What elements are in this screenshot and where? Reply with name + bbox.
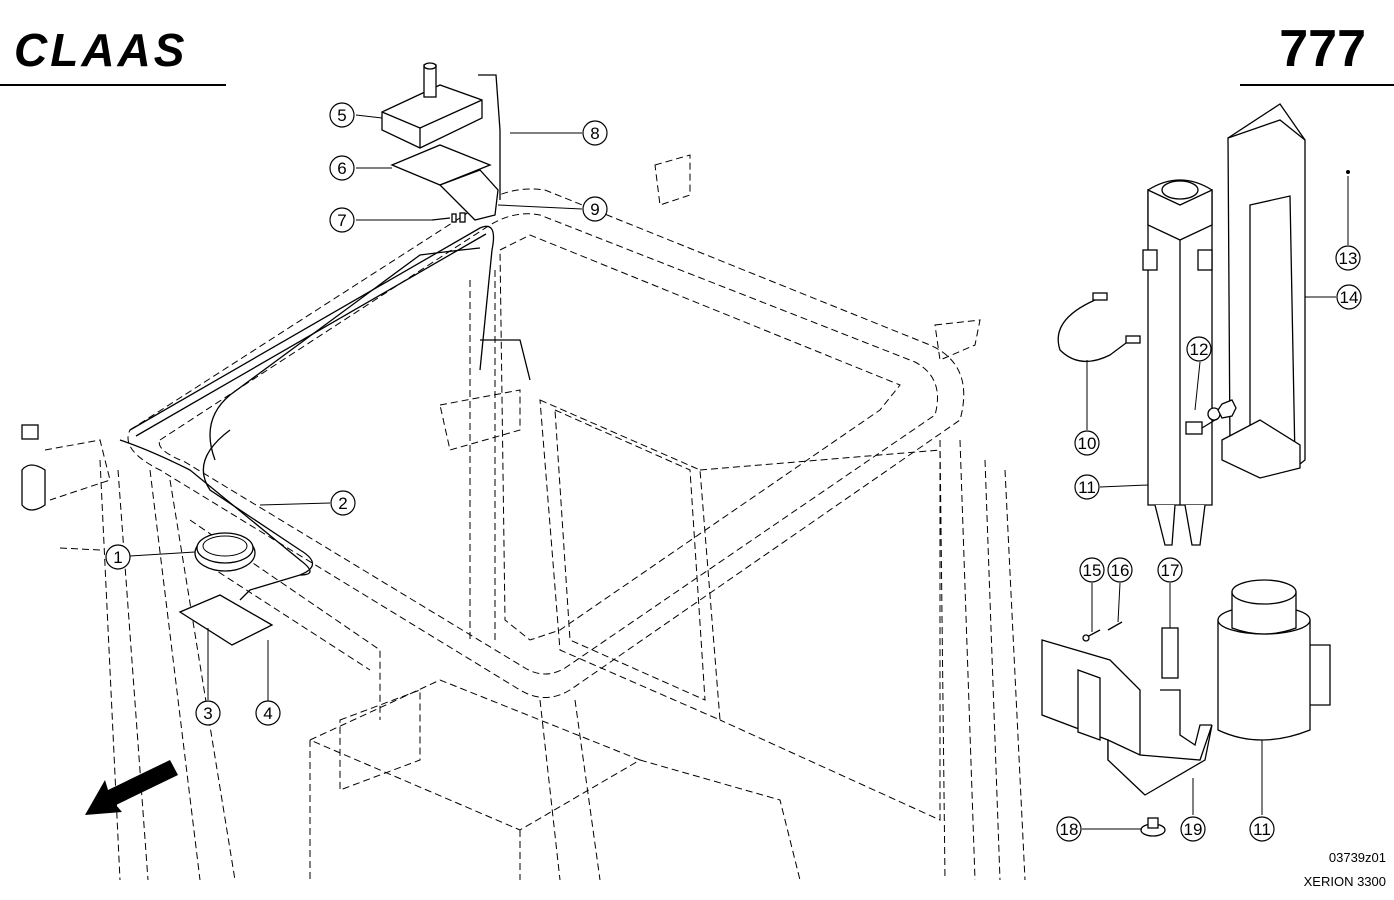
mounting-plate (178, 594, 274, 646)
callout-1: 1 (105, 544, 131, 570)
callout-3: 3 (195, 700, 221, 726)
svg-text:10: 10 (1078, 434, 1097, 453)
antenna-bracket (438, 169, 499, 221)
callout-19: 19 (1180, 816, 1206, 842)
direction-arrow-icon (85, 760, 178, 815)
svg-text:8: 8 (590, 124, 599, 143)
support-post (1142, 179, 1213, 546)
callout-11-post: 11 (1074, 474, 1100, 500)
svg-text:14: 14 (1340, 288, 1359, 307)
drawing-ref: 03739z01 (1329, 850, 1386, 865)
svg-text:1: 1 (113, 548, 122, 567)
callout-2: 2 (330, 490, 356, 516)
svg-text:4: 4 (263, 704, 272, 723)
pin-16 (1107, 621, 1123, 631)
callout-15: 15 (1079, 557, 1105, 583)
brand-logo: CLAAS (14, 24, 187, 76)
cab-frame (99, 154, 1026, 881)
callout-5: 5 (329, 102, 355, 128)
ground-cable (1057, 292, 1141, 362)
svg-text:19: 19 (1184, 820, 1203, 839)
callout-16: 16 (1107, 557, 1133, 583)
svg-text:5: 5 (337, 106, 346, 125)
svg-text:9: 9 (590, 200, 599, 219)
svg-text:7: 7 (337, 211, 346, 230)
callout-4: 4 (255, 700, 281, 726)
callout-11-canister: 11 (1249, 816, 1275, 842)
callout-14: 14 (1336, 284, 1362, 310)
svg-text:2: 2 (338, 494, 347, 513)
svg-text:6: 6 (337, 159, 346, 178)
antenna-dome (194, 532, 256, 572)
channel-cover (1221, 103, 1350, 479)
gasket-plate (390, 144, 492, 186)
connector-cable (478, 74, 501, 200)
callout-17: 17 (1157, 557, 1183, 583)
svg-text:11: 11 (1078, 478, 1096, 497)
left-fittings (21, 424, 111, 551)
canister (1217, 579, 1331, 741)
svg-text:15: 15 (1083, 561, 1102, 580)
bolt-nut-12 (1185, 399, 1237, 435)
svg-text:3: 3 (203, 704, 212, 723)
module-box (381, 62, 483, 149)
svg-text:12: 12 (1190, 340, 1209, 359)
rubber-foot (1140, 817, 1166, 837)
callout-8: 8 (582, 120, 608, 146)
svg-text:11: 11 (1253, 820, 1271, 839)
bolt-7 (431, 212, 466, 223)
callout-18: 18 (1056, 816, 1082, 842)
page-number: 777 (1279, 20, 1366, 78)
screw-15 (1082, 629, 1101, 642)
svg-text:17: 17 (1161, 561, 1180, 580)
holder-bracket (1041, 639, 1213, 796)
antenna-cable (119, 225, 531, 601)
svg-text:18: 18 (1060, 820, 1079, 839)
callout-10: 10 (1074, 430, 1100, 456)
svg-text:13: 13 (1339, 249, 1358, 268)
model-name: XERION 3300 (1304, 874, 1386, 889)
callout-6: 6 (329, 155, 355, 181)
callout-9: 9 (582, 196, 608, 222)
reflector-strip (1161, 627, 1179, 679)
callout-7: 7 (329, 207, 355, 233)
callout-12: 12 (1186, 336, 1212, 362)
svg-text:16: 16 (1111, 561, 1130, 580)
callout-13: 13 (1335, 245, 1361, 271)
leader-lines (129, 114, 1349, 830)
